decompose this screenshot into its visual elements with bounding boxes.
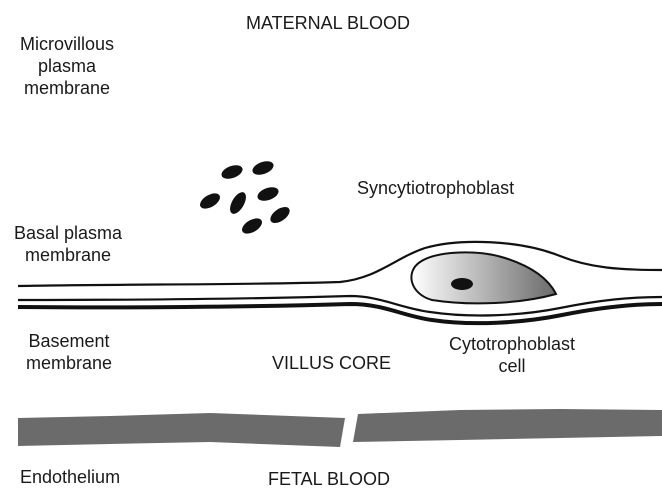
label-fetal-blood: FETAL BLOOD	[268, 468, 390, 490]
label-endothelium: Endothelium	[20, 466, 120, 488]
label-basal-plasma-membrane: Basal plasma membrane	[14, 222, 122, 266]
syncytial-nucleus	[227, 190, 249, 217]
syncytial-nucleus	[220, 163, 245, 182]
label-syncytiotrophoblast: Syncytiotrophoblast	[357, 177, 514, 199]
label-line: plasma	[20, 55, 114, 77]
label-microvillous-membrane: Microvillous plasma membrane	[20, 33, 114, 99]
label-maternal-blood: MATERNAL BLOOD	[246, 12, 410, 34]
cytotrophoblast-cell	[411, 252, 556, 303]
label-line: membrane	[20, 77, 114, 99]
cytotrophoblast-nucleus	[451, 278, 473, 290]
label-line: membrane	[14, 244, 122, 266]
label-line: Microvillous	[20, 33, 114, 55]
label-line: Cytotrophoblast	[437, 333, 587, 355]
syncytial-nucleus	[197, 190, 222, 211]
syncytial-nucleus	[251, 159, 276, 178]
syncytial-nucleus	[268, 204, 293, 226]
syncytial-nucleus	[239, 215, 264, 236]
endothelium-left	[18, 413, 345, 447]
syncytial-nucleus	[256, 185, 281, 204]
label-villus-core: VILLUS CORE	[272, 352, 391, 374]
label-line: cell	[437, 355, 587, 377]
endothelium-right	[353, 409, 662, 442]
label-line: membrane	[26, 352, 112, 374]
label-cytotrophoblast-cell: Cytotrophoblast cell	[437, 333, 587, 377]
syncytial-nuclei	[197, 159, 292, 237]
label-basement-membrane: Basement membrane	[26, 330, 112, 374]
label-line: Basal plasma	[14, 222, 122, 244]
label-line: Basement	[26, 330, 112, 352]
